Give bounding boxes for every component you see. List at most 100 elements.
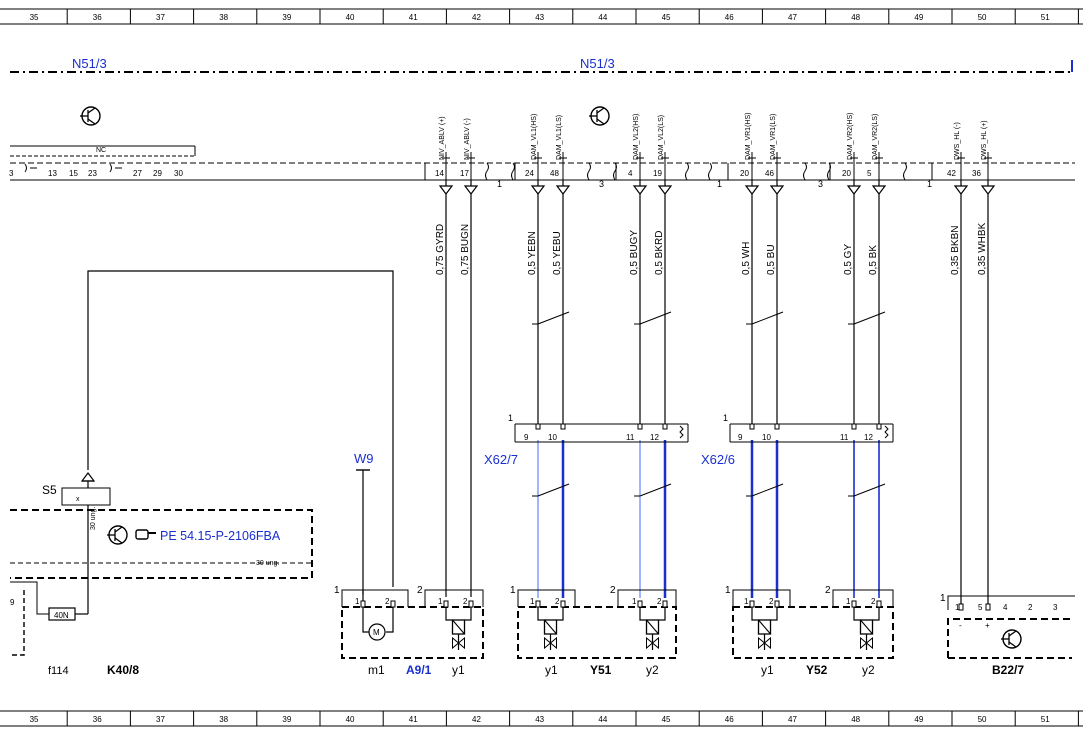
pin-label: 5 [978, 603, 983, 612]
wire-label: 0,35 WHBK [977, 222, 988, 275]
ruler-cell: 47 [788, 13, 797, 22]
wire-label: 0,35 BKBN [950, 226, 961, 275]
w9-label: W9 [354, 451, 374, 466]
wires [438, 180, 996, 604]
a9-1-label: A9/1 [406, 663, 432, 677]
pin-label: 2 [871, 597, 876, 606]
x62-pin-label: 12 [864, 433, 873, 442]
group-label: 1 [725, 585, 731, 596]
group-label: 2 [825, 585, 831, 596]
pin-label: 13 [48, 169, 57, 178]
pin-label: 1 [438, 597, 443, 606]
s5-x: x [76, 496, 80, 503]
pin-label: 1 [530, 597, 535, 606]
ruler-cell: 42 [472, 13, 481, 22]
k40-8-label: K40/8 [107, 663, 139, 677]
wire-label: 0,5 BKRD [654, 231, 665, 275]
wire-label: 0,5 BU [766, 244, 777, 275]
pin-label: 36 [972, 169, 981, 178]
signal-label: DWS_HL (-) [954, 122, 961, 160]
valve-icon [853, 607, 880, 650]
ruler-cell: 49 [914, 13, 923, 22]
signal-label: DAM_VR2(HS) [847, 113, 854, 160]
signal-label: DAM_VR1(LS) [770, 114, 777, 160]
ung30-a: 30 ung. [90, 507, 97, 530]
n51-3-label-center: N51/3 [580, 56, 615, 71]
valve-icon [537, 607, 564, 650]
ruler-cell: 47 [788, 715, 797, 724]
wire-label: 0,5 BUGY [629, 230, 640, 275]
section-label: 3 [818, 179, 823, 189]
pin-label: 42 [947, 169, 956, 178]
pin-label: 27 [133, 169, 142, 178]
pin-label: 3 [1053, 603, 1058, 612]
pin-label: 5 [867, 169, 872, 178]
pin-label: 3 [9, 169, 14, 178]
ung30-b: 30 ung. [256, 560, 279, 567]
pin-label: 1 [632, 597, 637, 606]
ruler-cell: 41 [409, 13, 418, 22]
ruler-cell: 48 [851, 13, 860, 22]
pin-9-left: 9 [10, 598, 15, 607]
ruler-cell: 48 [851, 715, 860, 724]
valve-icon [639, 607, 666, 650]
signal-labels: NIV_ABLV (+)NIV_ABLV (-)DAM_VL1(HS)DAM_V… [439, 113, 992, 180]
f114-label: f114 [48, 665, 69, 677]
signal-label: DAM_VR2(LS) [872, 114, 879, 160]
ruler-cell: 37 [156, 715, 165, 724]
wire-label: 0,5 YEBN [527, 231, 538, 275]
ruler-cell: 50 [978, 13, 987, 22]
wire-label: 0,5 BK [868, 245, 879, 275]
fuse-label: 40N [54, 611, 69, 620]
section-label: 3 [599, 179, 604, 189]
signal-label: DAM_VL1(HS) [531, 114, 538, 160]
ruler-cell: 39 [282, 715, 291, 724]
group-label: 2 [610, 585, 616, 596]
ruler-cell: 46 [725, 13, 734, 22]
pin-label: 4 [628, 169, 633, 178]
y51-label: Y51 [590, 663, 612, 677]
pin-label: 2 [385, 597, 390, 606]
ruler-cell: 49 [914, 715, 923, 724]
ruler-cell: 39 [282, 13, 291, 22]
y52-y1-label: y1 [761, 663, 774, 677]
n51-3-label-left: N51/3 [72, 56, 107, 71]
signal-label: DAM_VR1(HS) [745, 113, 752, 160]
wire-label: 0,75 GYRD [435, 224, 446, 275]
m1-label: m1 [368, 663, 385, 677]
ruler-cell: 36 [93, 13, 102, 22]
ruler-cell: 45 [662, 13, 671, 22]
x62-7-label: X62/7 [484, 452, 518, 467]
ruler-cell: 40 [346, 13, 355, 22]
wire-label: 0,5 GY [843, 244, 854, 275]
b22-7-label: B22/7 [992, 663, 1024, 677]
power-feed: x S5 40N 9 [10, 270, 394, 656]
w9-ground: W9 [354, 451, 374, 595]
transistor-icon [1001, 629, 1022, 649]
pin-label: 23 [88, 169, 97, 178]
pin-label: 46 [765, 169, 774, 178]
y51-y1-label: y1 [545, 663, 558, 677]
section-label: 1 [717, 179, 722, 189]
pin-label: 1 [355, 597, 360, 606]
ruler-cell: 38 [219, 13, 228, 22]
transistor-icon [80, 106, 101, 126]
signal-label: DAM_VL2(LS) [658, 115, 665, 160]
x62-pin-label: 10 [762, 433, 771, 442]
section-label: 1 [497, 179, 502, 189]
ruler-cell: 37 [156, 13, 165, 22]
wire-label: 0,75 BUGN [460, 224, 471, 275]
x62-6-label: X62/6 [701, 452, 735, 467]
group-label: 1 [940, 593, 946, 604]
group-label: 2 [417, 585, 423, 596]
reference-link[interactable]: PE 54.15-P-2106FBA [160, 529, 281, 543]
x62-pin-label: 12 [650, 433, 659, 442]
x62-group-label: 1 [723, 413, 728, 423]
x62-pin-label: 9 [738, 433, 743, 442]
ruler-cell: 40 [346, 715, 355, 724]
pin-label: 30 [174, 169, 183, 178]
